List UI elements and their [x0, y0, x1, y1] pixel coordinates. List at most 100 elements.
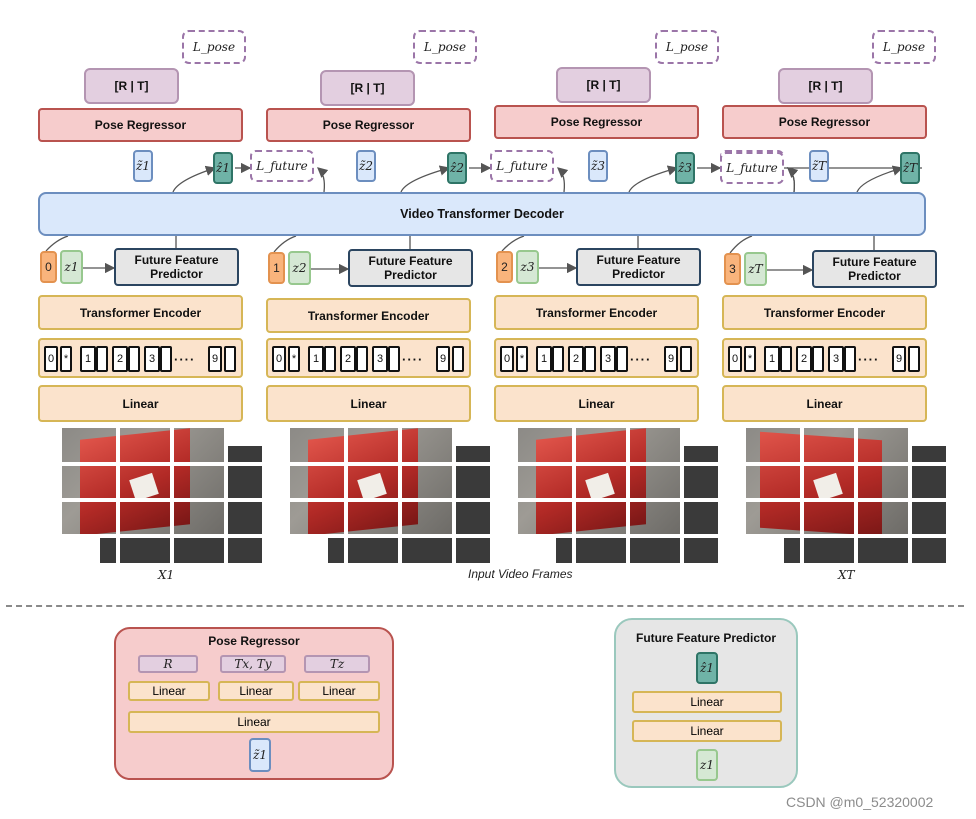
input-video-frame	[290, 428, 490, 563]
token-4: 3	[828, 346, 844, 372]
pose-regressor-box: Pose Regressor	[38, 108, 243, 142]
token-5: ····	[174, 352, 196, 367]
token-1: *	[288, 346, 300, 372]
token-0: 0	[728, 346, 742, 372]
token-2: 1	[308, 346, 324, 372]
rt-box: [R | T]	[778, 68, 873, 104]
lpose-box: L_pose	[413, 30, 477, 64]
pose-regressor-box: Pose Regressor	[266, 108, 471, 142]
frame-caption-middle: Input Video Frames	[468, 567, 573, 581]
token-4: 3	[600, 346, 616, 372]
token-pad	[680, 346, 692, 372]
z-box: z2	[288, 251, 311, 285]
future-feature-predictor-box: Future Feature Predictor	[576, 248, 701, 286]
token-0: 0	[500, 346, 514, 372]
rt-box: [R | T]	[84, 68, 179, 104]
pose-input-ztilde: z̃1	[249, 738, 271, 772]
token-pad	[128, 346, 140, 372]
token-3: 2	[796, 346, 812, 372]
pose-output-tz: Tz	[304, 655, 370, 673]
linear-box: Linear	[38, 385, 243, 422]
lpose-box: L_pose	[182, 30, 246, 64]
token-1: *	[516, 346, 528, 372]
token-pad	[452, 346, 464, 372]
input-video-frame	[62, 428, 262, 563]
ffp-detail-title: Future Feature Predictor	[635, 631, 777, 645]
z-hat: ẑT	[900, 152, 920, 184]
token-3: 2	[568, 346, 584, 372]
index-box: 3	[724, 253, 741, 285]
token-2: 1	[764, 346, 780, 372]
ffp-linear-1: Linear	[632, 691, 782, 713]
token-6: 9	[208, 346, 222, 372]
token-pad	[812, 346, 824, 372]
token-5: ····	[858, 352, 880, 367]
token-pad	[160, 346, 172, 372]
pose-linear-2: Linear	[218, 681, 294, 701]
token-4: 3	[144, 346, 160, 372]
token-pad	[388, 346, 400, 372]
pose-regressor-detail: Pose Regressor R Tx, Ty Tz Linear Linear…	[114, 627, 394, 780]
lfuture-box: L_future	[250, 150, 314, 182]
token-pad	[356, 346, 368, 372]
token-3: 2	[112, 346, 128, 372]
rt-box: [R | T]	[320, 70, 415, 106]
transformer-encoder-box: Transformer Encoder	[494, 295, 699, 330]
token-3: 2	[340, 346, 356, 372]
lpose-box: L_pose	[872, 30, 936, 64]
z-tilde: z̃T	[809, 150, 829, 182]
future-feature-predictor-box: Future Feature Predictor	[812, 250, 937, 288]
index-box: 0	[40, 251, 57, 283]
future-feature-predictor-box: Future Feature Predictor	[114, 248, 239, 286]
token-6: 9	[664, 346, 678, 372]
frame-caption-last: XT	[838, 568, 855, 582]
token-2: 1	[536, 346, 552, 372]
z-tilde: z̃2	[356, 150, 376, 182]
lpose-box: L_pose	[655, 30, 719, 64]
z-tilde: z̃3	[588, 150, 608, 182]
token-pad	[908, 346, 920, 372]
pose-output-txty: Tx, Ty	[220, 655, 286, 673]
token-pad	[844, 346, 856, 372]
pose-regressor-box: Pose Regressor	[494, 105, 699, 139]
watermark: CSDN @m0_52320002	[786, 794, 934, 810]
ffp-detail: Future Feature Predictor ẑ1 Linear Linea…	[614, 618, 798, 788]
token-pad	[780, 346, 792, 372]
input-video-frame	[518, 428, 718, 563]
section-divider	[6, 605, 964, 607]
token-pad	[96, 346, 108, 372]
token-1: *	[744, 346, 756, 372]
future-feature-predictor-box: Future Feature Predictor	[348, 249, 473, 287]
z-box: zT	[744, 252, 767, 286]
token-6: 9	[436, 346, 450, 372]
lfuture-box: L_future	[720, 152, 784, 184]
token-1: *	[60, 346, 72, 372]
ffp-linear-2: Linear	[632, 720, 782, 742]
pose-linear-3: Linear	[298, 681, 380, 701]
frame-caption-first: X1	[158, 568, 175, 582]
token-pad	[616, 346, 628, 372]
linear-box: Linear	[266, 385, 471, 422]
linear-box: Linear	[722, 385, 927, 422]
pose-linear-1: Linear	[128, 681, 210, 701]
linear-box: Linear	[494, 385, 699, 422]
token-pad	[324, 346, 336, 372]
token-0: 0	[272, 346, 286, 372]
z-hat: ẑ3	[675, 152, 695, 184]
token-6: 9	[892, 346, 906, 372]
pose-detail-title: Pose Regressor	[208, 634, 300, 648]
ffp-input-z: z1	[696, 749, 718, 781]
ffp-output-zhat: ẑ1	[696, 652, 718, 684]
token-2: 1	[80, 346, 96, 372]
token-pad	[224, 346, 236, 372]
transformer-encoder-box: Transformer Encoder	[722, 295, 927, 330]
video-transformer-decoder: Video Transformer Decoder	[38, 192, 926, 236]
token-0: 0	[44, 346, 58, 372]
z-tilde: z̃1	[133, 150, 153, 182]
z-hat: ẑ2	[447, 152, 467, 184]
input-video-frame	[746, 428, 946, 563]
